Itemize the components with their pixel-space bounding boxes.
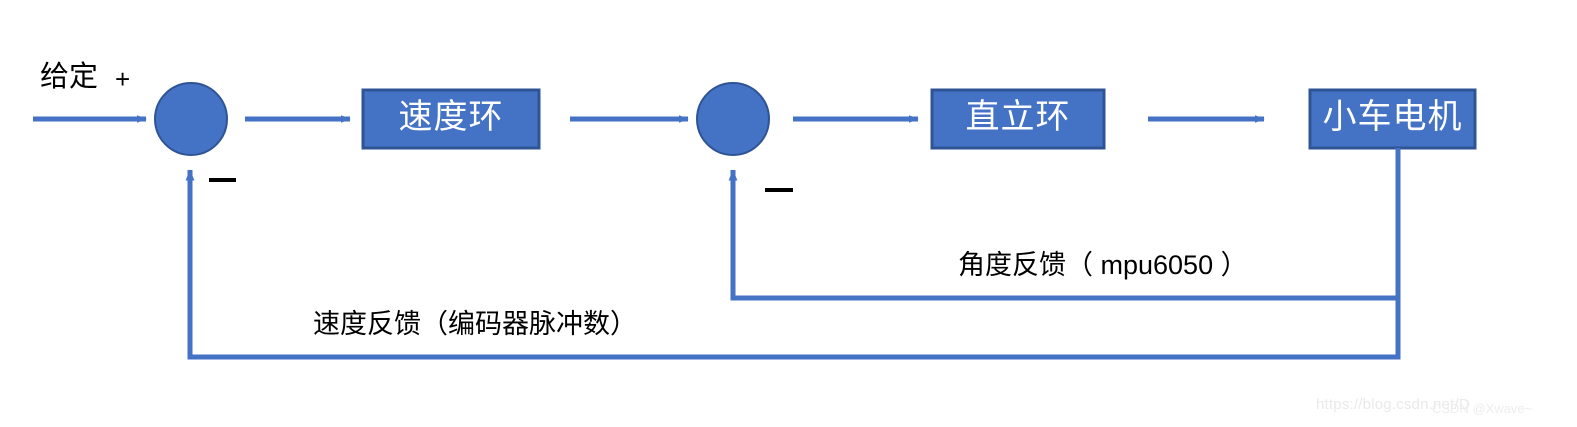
block-upright-loop-shape — [930, 88, 1106, 150]
plus-sign-sum1: + — [115, 64, 131, 94]
angle-feedback-path — [728, 148, 1401, 301]
watermark-url: https://blog.csdn.net/D — [1316, 396, 1470, 413]
block-label-upright-loop: 直立环 — [965, 98, 1071, 136]
summing-junction-2 — [696, 82, 770, 156]
block-car-motor-shape — [1308, 88, 1477, 150]
input-label-given: 给定 — [40, 61, 99, 93]
block-label-car-motor: 小车电机 — [1322, 98, 1463, 136]
summing-junction-1 — [154, 82, 228, 156]
label-speed-feedback: 速度反馈（编码器脉冲数） — [313, 309, 637, 339]
speed-feedback-path — [185, 169, 1401, 360]
watermark-username: CSDN @Xwave~ — [1432, 401, 1533, 416]
block-label-speed-loop: 速度环 — [398, 98, 504, 136]
block-speed-loop-shape — [361, 88, 541, 150]
label-angle-feedback: 角度反馈（ mpu6050 ） — [958, 250, 1248, 280]
